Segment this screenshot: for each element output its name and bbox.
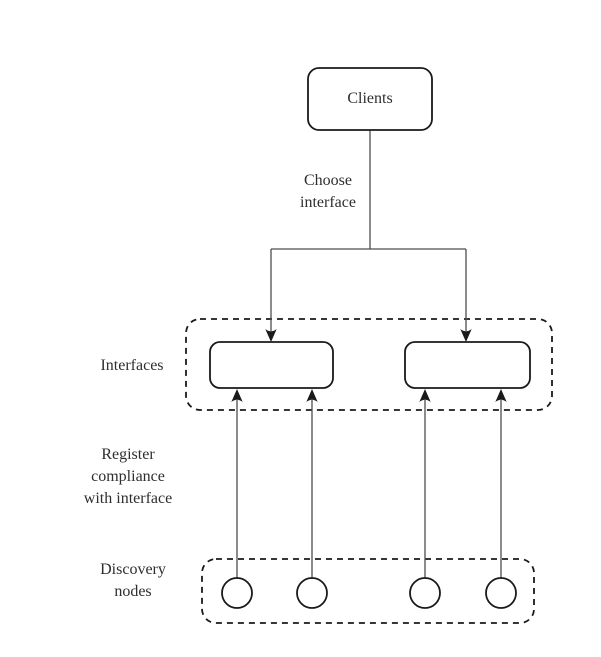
clients-label: Clients [347,90,393,107]
discovery-node-1 [221,577,253,609]
discovery-container [201,558,535,624]
interfaces-container [185,318,553,411]
discovery-node-3 [409,577,441,609]
discovery-node-4 [485,577,517,609]
choose-interface-label: Choose interface [300,172,356,211]
register-compliance-label: Register compliance with interface [83,446,173,507]
interfaces-row-label: Interfaces [100,357,164,374]
arrowhead-up-1 [231,389,243,402]
arrowhead-into-interface-right [460,329,472,342]
interface-box-right [404,341,531,389]
arrowhead-up-3 [419,389,431,402]
register-compliance-connectors [236,400,502,578]
arrowhead-up-2 [306,389,318,402]
interface-box-left [209,341,334,389]
arrowhead-up-4 [495,389,507,402]
discovery-nodes-label: Discovery nodes [100,561,166,600]
discovery-node-2 [296,577,328,609]
choose-interface-connector [270,130,467,331]
arrowhead-into-interface-left [265,329,277,342]
clients-box [307,67,433,131]
